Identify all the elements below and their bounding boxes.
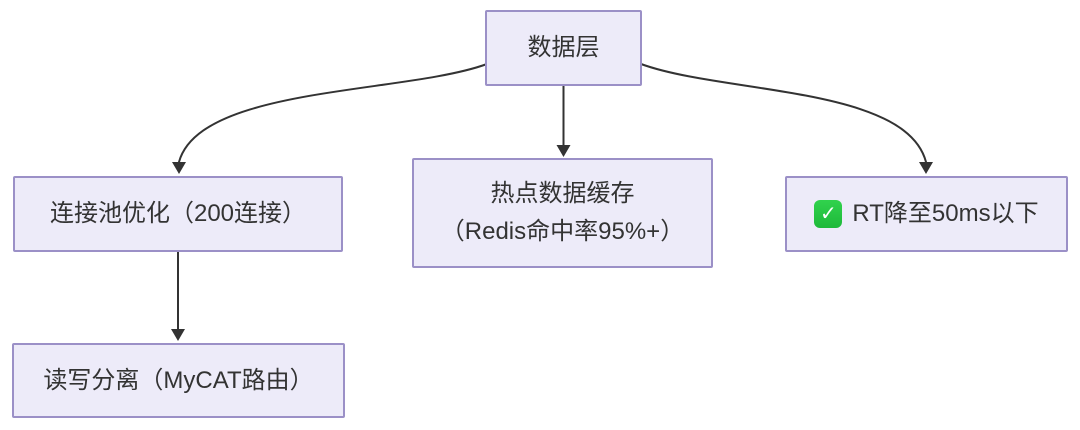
node-rt-result: ✓ RT降至50ms以下	[785, 176, 1068, 252]
arrowhead-read-write	[171, 329, 185, 341]
node-data-layer: 数据层	[485, 10, 642, 86]
arrowhead-rt-result	[919, 162, 933, 174]
node-read-write: 读写分离（MyCAT路由）	[12, 343, 345, 418]
node-hot-cache-label-line1: 热点数据缓存	[490, 180, 635, 207]
node-rt-result-label: RT降至50ms以下	[852, 200, 1039, 227]
node-read-write-label: 读写分离（MyCAT路由）	[43, 366, 314, 394]
edge-data-layer-to-connection-pool	[178, 63, 488, 163]
node-hot-cache-label-line2: （Redis命中率95%+）	[440, 218, 685, 245]
check-glyph: ✓	[819, 203, 837, 225]
white-check-mark-icon: ✓	[814, 200, 843, 228]
arrowhead-connection-pool	[172, 162, 186, 174]
node-data-layer-label: 数据层	[527, 34, 600, 61]
node-connection-pool: 连接池优化（200连接）	[13, 176, 343, 252]
arrowhead-hot-cache	[556, 145, 571, 157]
node-hot-cache: 热点数据缓存 （Redis命中率95%+）	[412, 158, 713, 268]
edge-data-layer-to-rt-result	[640, 63, 927, 163]
node-connection-pool-label: 连接池优化（200连接）	[49, 200, 307, 227]
